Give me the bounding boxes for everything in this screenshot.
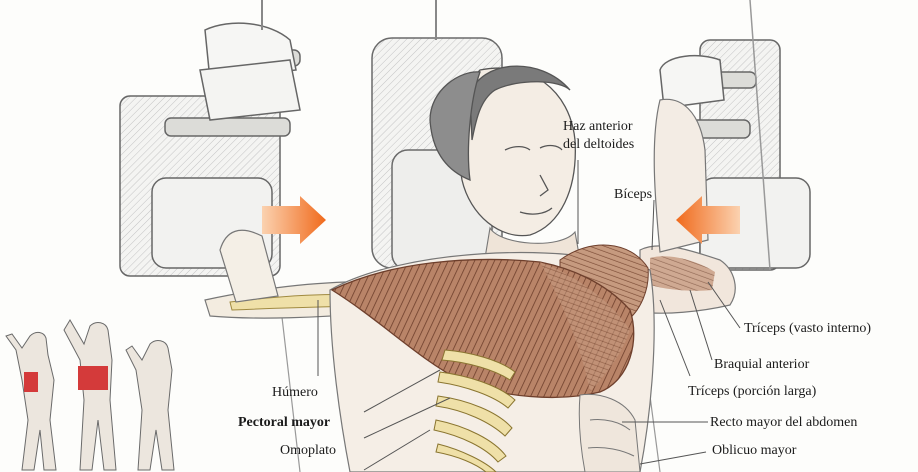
label-humero: Húmero [272,385,318,400]
leader-lines [317,160,741,471]
label-biceps: Bíceps [614,187,653,202]
left-machine-arm [119,0,301,277]
label-triceps-porcion-larga: Tríceps (porción larga) [688,384,817,399]
label-oblicuo-mayor: Oblicuo mayor [712,443,797,458]
arrow-left-icon [676,196,740,244]
label-braquial-anterior: Braquial anterior [714,357,810,372]
label-recto-mayor: Recto mayor del abdomen [710,415,858,430]
rib-cage [433,349,516,472]
reference-figure-side [125,340,175,471]
label-haz-anterior-line2: del deltoides [563,137,635,152]
head [429,65,576,237]
label-omoplato: Omoplato [280,443,336,458]
label-haz-anterior-line1: Haz anterior [563,119,633,134]
label-triceps-vasto-interno: Tríceps (vasto interno) [744,321,872,336]
label-pectoral-mayor: Pectoral mayor [238,415,331,430]
abdomen-muscles [578,393,641,472]
reference-figure-center [63,319,117,471]
arrow-right-icon [262,196,326,244]
reference-figures [5,319,175,471]
reference-figure-front [5,331,57,471]
